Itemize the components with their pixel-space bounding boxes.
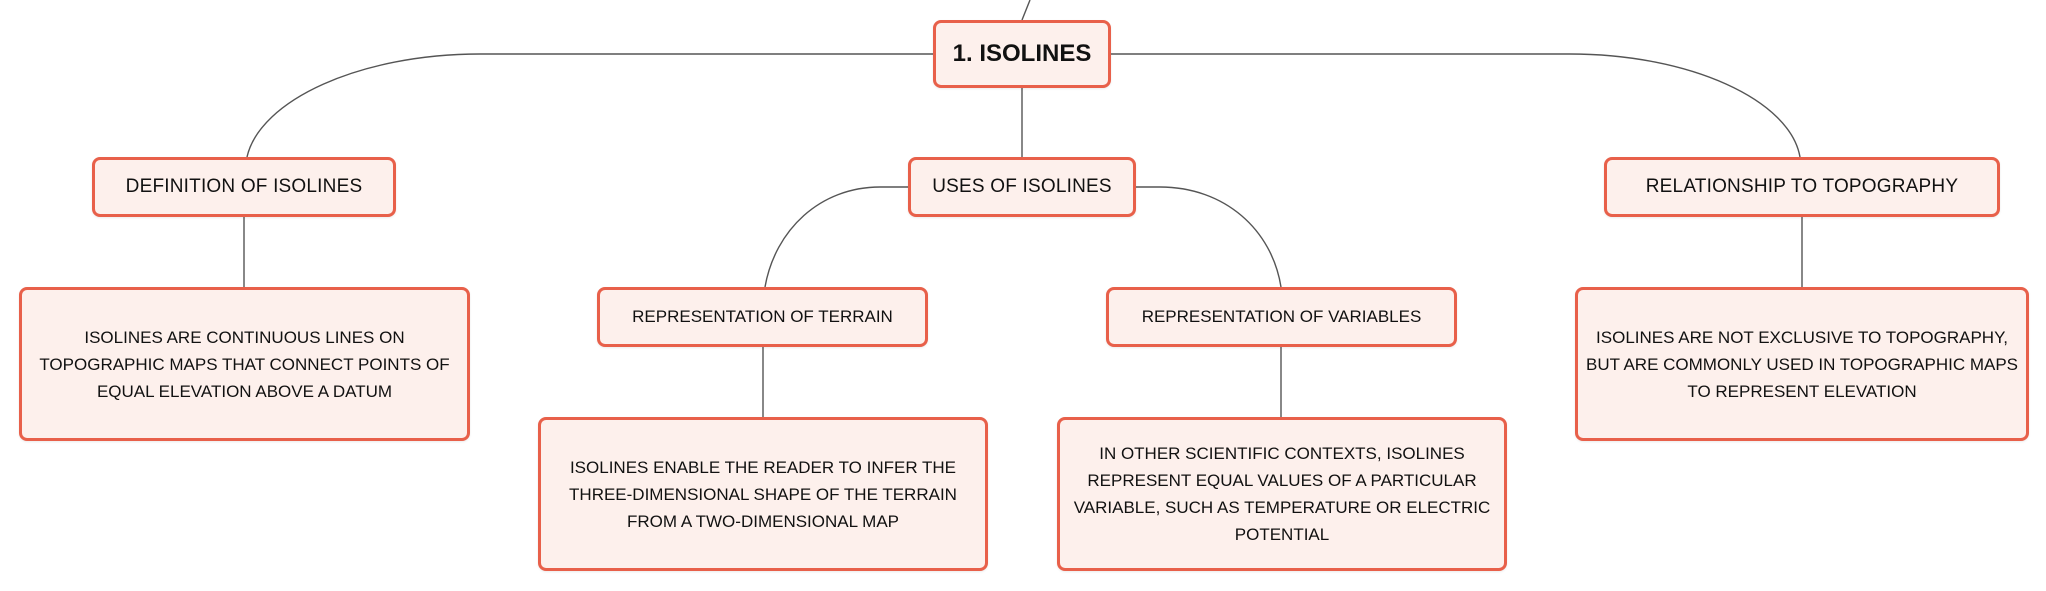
root-node-label: 1. ISOLINES bbox=[952, 40, 1092, 67]
connector-uses-to-variables bbox=[1136, 186, 1282, 288]
connector-parent-to-root bbox=[1021, 0, 1031, 21]
node-detail-text: ISOLINES ENABLE THE READER TO INFER THE … bbox=[569, 457, 957, 531]
node-detail-text: ISOLINES ARE NOT EXCLUSIVE TO TOPOGRAPHY… bbox=[1585, 327, 2018, 401]
node-label: REPRESENTATION OF TERRAIN bbox=[632, 307, 893, 326]
node-label: REPRESENTATION OF VARIABLES bbox=[1141, 307, 1422, 326]
root-node[interactable]: 1. ISOLINES bbox=[933, 20, 1111, 88]
node-variables-detail[interactable]: IN OTHER SCIENTIFIC CONTEXTS, ISOLINES R… bbox=[1057, 417, 1507, 571]
connector-uses-to-terrain bbox=[764, 186, 908, 288]
node-terrain-detail[interactable]: ISOLINES ENABLE THE READER TO INFER THE … bbox=[538, 417, 988, 571]
node-detail-text: ISOLINES ARE CONTINUOUS LINES ON TOPOGRA… bbox=[39, 327, 450, 401]
node-label: RELATIONSHIP TO TOPOGRAPHY bbox=[1645, 176, 1959, 197]
node-label: USES OF ISOLINES bbox=[932, 176, 1112, 197]
node-representation-of-terrain[interactable]: REPRESENTATION OF TERRAIN bbox=[597, 287, 928, 347]
connector-root-to-relationship bbox=[1111, 53, 1801, 158]
node-representation-of-variables[interactable]: REPRESENTATION OF VARIABLES bbox=[1106, 287, 1457, 347]
node-relationship-to-topography[interactable]: RELATIONSHIP TO TOPOGRAPHY bbox=[1604, 157, 2000, 217]
node-detail-text: IN OTHER SCIENTIFIC CONTEXTS, ISOLINES R… bbox=[1073, 444, 1491, 544]
node-definition-of-isolines[interactable]: DEFINITION OF ISOLINES bbox=[92, 157, 396, 217]
node-label: DEFINITION OF ISOLINES bbox=[125, 176, 363, 197]
node-relationship-detail[interactable]: ISOLINES ARE NOT EXCLUSIVE TO TOPOGRAPHY… bbox=[1575, 287, 2029, 441]
connector-root-to-definition bbox=[246, 53, 933, 158]
node-uses-of-isolines[interactable]: USES OF ISOLINES bbox=[908, 157, 1136, 217]
node-definition-detail[interactable]: ISOLINES ARE CONTINUOUS LINES ON TOPOGRA… bbox=[19, 287, 470, 441]
